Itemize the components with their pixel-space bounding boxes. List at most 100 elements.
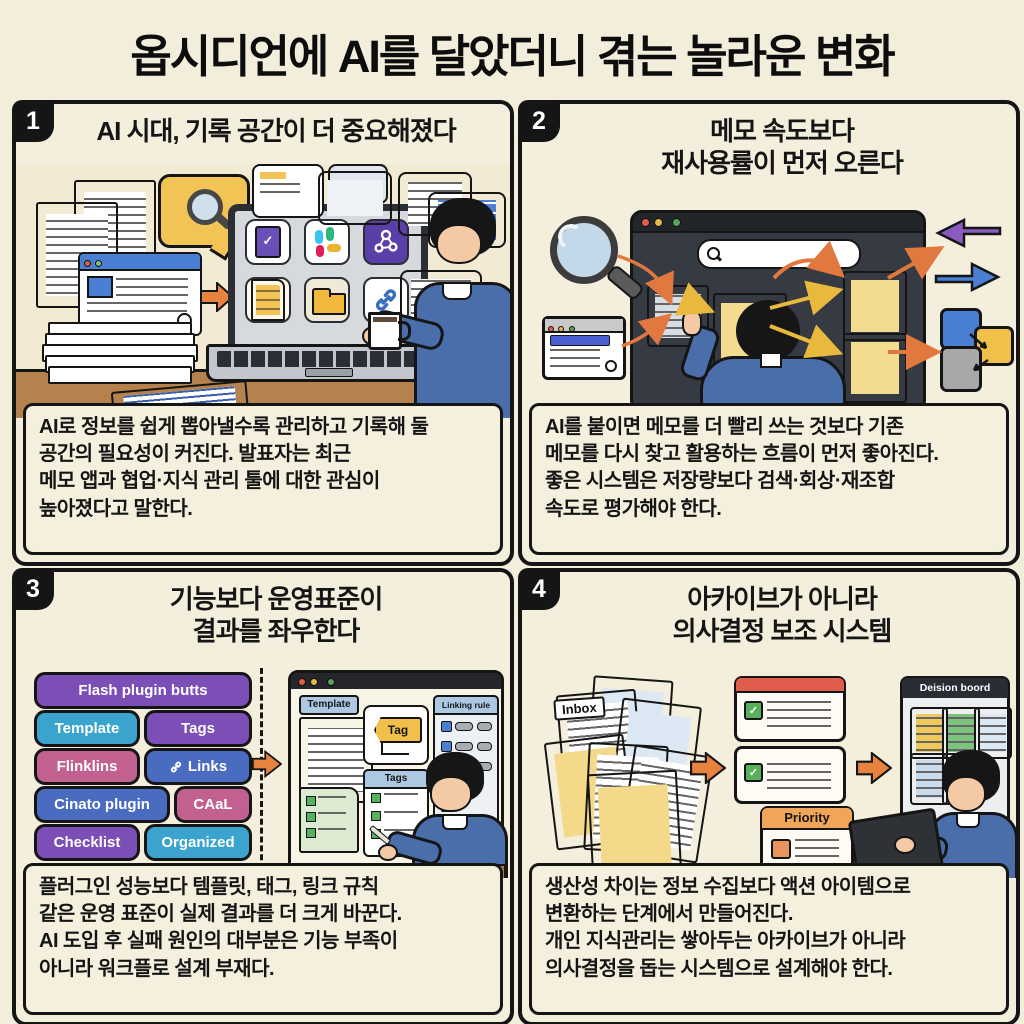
flow-arrow-icon: [690, 752, 726, 784]
app-tile-doc: [245, 277, 291, 323]
person-1: [362, 198, 510, 418]
tag-card: Tag: [363, 705, 429, 765]
panel-1-number: 1: [12, 100, 54, 142]
panel-2-body: AI를 붙이면 메모를 더 빨리 쓰는 것보다 기존 메모를 다시 찾고 활용하…: [529, 403, 1009, 555]
action-card: ✓: [734, 746, 846, 804]
panel-4-number: 4: [518, 568, 560, 610]
priority-box: [771, 839, 791, 859]
collar: [442, 814, 468, 830]
plugin-button: Flash plugin butts: [34, 672, 252, 709]
panel-2-number: 2: [518, 100, 560, 142]
mug-icon: [368, 312, 411, 350]
plugin-button: Links: [144, 748, 252, 785]
browser-topbar: [545, 319, 623, 333]
search-icon: [707, 247, 720, 260]
mini-browser-icon: [542, 316, 626, 380]
mini-arrows: [969, 333, 989, 372]
action-card: ✓: [734, 676, 846, 742]
laptop-base: [206, 344, 450, 382]
panel-4-heading: 아카이브가 아니라 의사결정 보조 시스템: [672, 584, 893, 646]
checklist-doc-icon: [299, 787, 359, 853]
panel-1-illustration: ✓: [16, 164, 510, 418]
priority-label: Priority: [762, 808, 852, 830]
button-label: Flinklins: [56, 758, 118, 775]
speech-bubble-stack-icon: [318, 164, 392, 225]
window-dot: [641, 218, 650, 227]
tags-card-label: Tags: [363, 769, 429, 789]
template-doc-icon: [299, 717, 373, 803]
document-icon: [251, 279, 285, 321]
template-column-label: Template: [299, 695, 359, 715]
panel-1-heading: AI 시대, 기록 공간이 더 중요해졌다: [96, 116, 456, 146]
button-label: Organized: [161, 834, 235, 851]
plugin-button: Flinklins: [34, 748, 140, 785]
recombine-blocks-icon: [936, 308, 1014, 394]
panel-4-illustration: Inbox ✓ ✓ Priority: [522, 668, 1016, 878]
board-card: [974, 707, 1012, 759]
tag-icon: Tag: [374, 717, 422, 743]
panel-2: 2 메모 속도보다 재사용률이 먼저 오른다: [518, 100, 1020, 566]
panel-4-body: 생산성 차이는 정보 수집보다 액션 아이템으로 변환하는 단계에서 만들어진다…: [529, 863, 1009, 1015]
inbox-label: Inbox: [553, 696, 606, 721]
panel-2-illustration: [522, 204, 1016, 418]
flow-arrow-icon: [200, 282, 234, 312]
touchpad: [305, 368, 353, 377]
button-label: Cinato plugin: [54, 796, 150, 813]
sync-arrows-icon: [934, 217, 1002, 293]
link-icon: [375, 289, 397, 311]
keyboard: [217, 351, 439, 367]
page-title: 옵시디언에 AI를 달았더니 겪는 놀라운 변화: [130, 31, 895, 82]
board-card: [910, 707, 948, 759]
plugin-button: Organized: [144, 824, 252, 861]
panel-2-heading: 메모 속도보다 재사용률이 먼저 오른다: [661, 116, 904, 178]
plugin-button: Template: [34, 710, 140, 747]
search-field: [550, 335, 610, 346]
board-card: [910, 753, 948, 805]
board-card: [942, 707, 980, 759]
flow-arrow-icon: [252, 750, 282, 778]
flow-arrows-overlay: [617, 240, 945, 370]
browser-topbar: [633, 213, 923, 233]
window-dot: [654, 218, 664, 227]
collar: [442, 282, 472, 300]
plugin-button: Cinato plugin: [34, 786, 170, 823]
panel-3-illustration: Flash plugin butts Template Tags Flinkli…: [16, 668, 510, 878]
person-3: [368, 752, 508, 878]
slack-icon: [315, 230, 323, 244]
card-header: [736, 678, 844, 693]
notebook-icon: ✓: [255, 226, 281, 258]
window-dot: [84, 260, 91, 267]
link-icon: [170, 761, 181, 772]
search-icon: [605, 360, 617, 372]
button-label: Checklist: [53, 834, 121, 851]
window-dot: [671, 218, 681, 227]
window-dot: [95, 260, 103, 267]
magnifier-icon: [550, 216, 650, 306]
app-tile-notes: ✓: [245, 219, 291, 265]
text-lines: [116, 278, 188, 296]
paper-stack-icon: [42, 322, 198, 384]
button-label: Template: [54, 720, 120, 737]
plugin-button: Tags: [144, 710, 252, 747]
graph-icon: [374, 229, 398, 253]
app-tile-slack: [304, 219, 350, 265]
browser-topbar: [80, 254, 200, 271]
panel-3-body: 플러그인 성능보다 템플릿, 태그, 링크 규칙 같은 운영 표준이 실제 결과…: [23, 863, 503, 1015]
button-label: Flash plugin butts: [78, 682, 208, 699]
board-title: Deision boord: [902, 678, 1008, 698]
text-lines: [87, 302, 187, 318]
collar: [956, 812, 980, 828]
linking-rule-label: Linking rule: [433, 695, 499, 715]
plugin-button: Checklist: [34, 824, 140, 861]
button-label: Tags: [181, 720, 215, 737]
thumbnail: [87, 276, 113, 298]
panel-3-number: 3: [12, 568, 54, 610]
sticky-note-icon: [843, 271, 907, 341]
button-label: Links: [187, 758, 228, 775]
collar: [760, 352, 782, 368]
panel-3: 3 기능보다 운영표준이 결과를 좌우한다 Flash plugin butts…: [12, 568, 514, 1024]
speech-bubble-icon: [252, 164, 324, 218]
panel-3-heading: 기능보다 운영표준이 결과를 좌우한다: [169, 584, 384, 646]
panel-1-body: AI로 정보를 쉽게 뽑아낼수록 관리하고 기록해 둘 공간의 필요성이 커진다…: [23, 403, 503, 555]
